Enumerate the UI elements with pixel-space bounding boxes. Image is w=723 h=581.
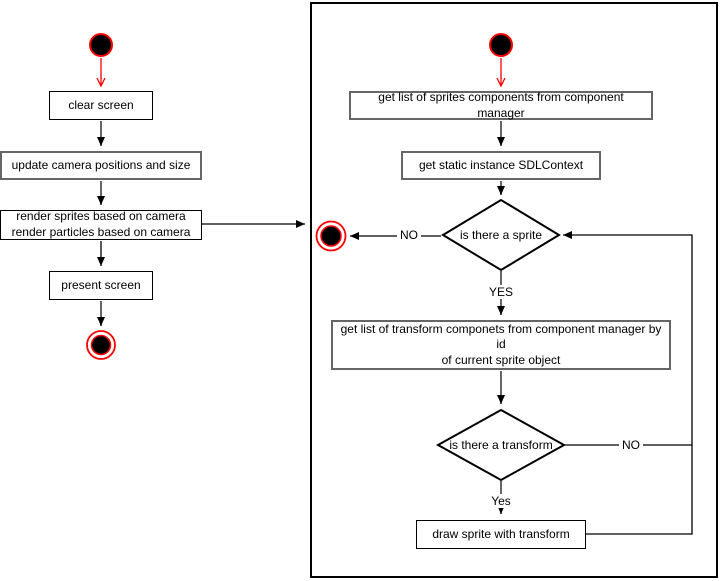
action-get-transform-components: get list of transform componets from com… xyxy=(331,320,671,370)
subprocess-frame xyxy=(310,2,718,578)
edge-label-transform-yes: Yes xyxy=(488,494,514,508)
action-clear-screen: clear screen xyxy=(49,91,153,120)
decision-transform-label: is there a transform xyxy=(449,438,553,452)
edge-label-sprite-no: NO xyxy=(397,228,421,242)
start-node-left xyxy=(89,33,113,57)
action-update-camera: update camera positions and size xyxy=(0,151,202,180)
decision-sprite-diamond xyxy=(441,198,561,272)
decision-sprite-label: is there a sprite xyxy=(459,228,543,242)
action-get-sdl-context: get static instance SDLContext xyxy=(401,151,601,180)
start-node-right xyxy=(489,33,513,57)
edge-label-sprite-yes: YES xyxy=(485,285,517,299)
action-get-sprites-components: get list of sprites components from comp… xyxy=(349,90,653,120)
end-node-left xyxy=(86,330,116,360)
edge-label-transform-no: NO xyxy=(619,438,643,452)
decision-transform-diamond xyxy=(435,408,567,482)
action-draw-sprite: draw sprite with transform xyxy=(416,520,586,549)
edge-draw-loop-back-to-sprite-decision xyxy=(563,231,693,535)
action-render-sprites-particles: render sprites based on camera render pa… xyxy=(0,209,202,240)
end-node-right xyxy=(315,220,347,252)
action-present-screen: present screen xyxy=(49,271,153,300)
